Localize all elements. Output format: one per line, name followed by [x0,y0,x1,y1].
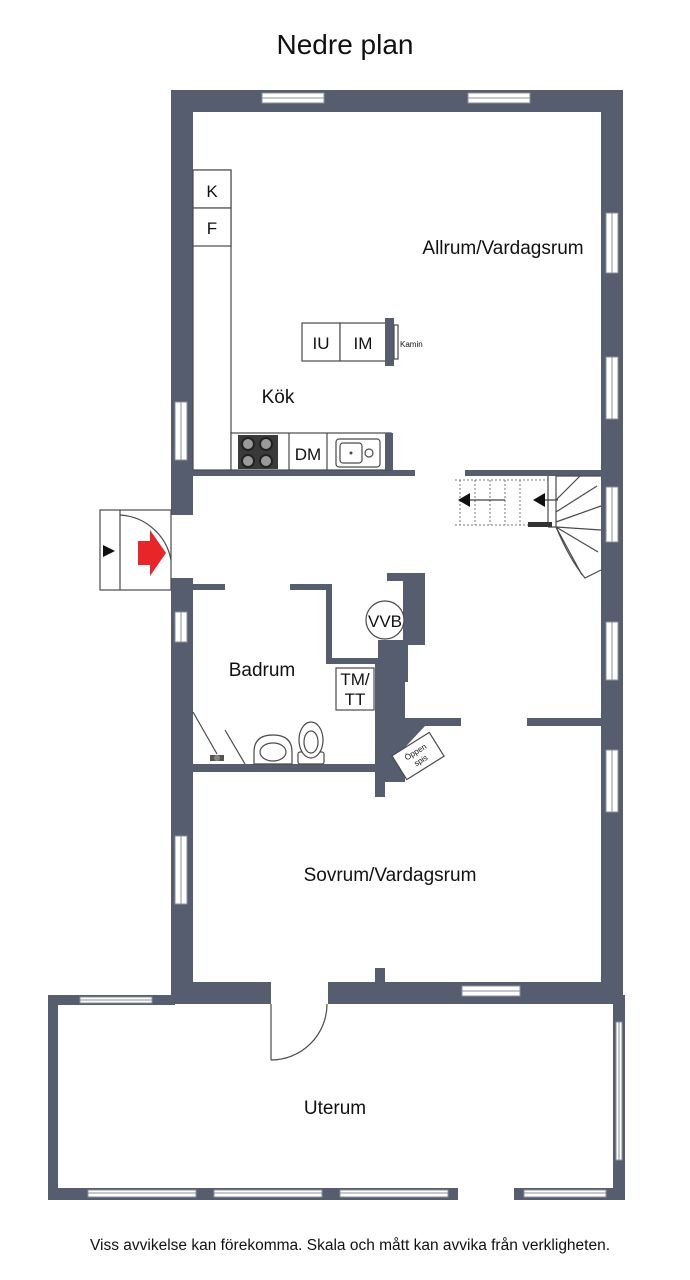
toilet-icon [297,721,325,765]
room-label-kok: Kök [262,387,295,408]
door-sovrum-uterum [270,1003,328,1061]
room-label-allrum: Allrum/Vardagsrum [422,238,583,259]
room-label-sovrum: Sovrum/Vardagsrum [304,865,477,886]
room-label-uterum: Uterum [304,1098,366,1119]
vvb-label: VVB [368,612,402,631]
fireplace-icon [385,318,394,366]
sink-icon [335,438,381,468]
open-fireplace: Öppen spis [391,731,445,781]
interior-walls [193,470,601,984]
fridge [192,169,232,209]
iu-label: IU [313,334,330,353]
staircase [455,475,602,579]
kamin-label: Kamin [400,340,423,349]
entrance [99,509,193,591]
kitchen: K F DM Kök [192,169,393,471]
freezer-label: F [207,219,217,238]
entrance-arrow-icon [138,530,166,576]
im-label: IM [354,334,373,353]
freezer [192,207,232,247]
bathroom: Badrum VVB TM/ TT [192,600,405,765]
room-label-badrum: Badrum [229,660,296,681]
dishwasher-label: DM [295,445,321,464]
living-room: Allrum/Vardagsrum IU IM Kamin [301,238,584,366]
washbasin-icon [253,734,293,765]
disclaimer-text: Viss avvikelse kan förekomma. Skala och … [90,1237,610,1254]
water-heater-icon: VVB [365,600,405,640]
windows-main [174,92,619,997]
sunroom-walls [48,995,625,1200]
tm-label-line2: TT [345,690,366,709]
fridge-label: K [206,182,218,201]
tm-label-line1: TM/ [340,670,370,689]
plan-title: Nedre plan [277,29,414,60]
shower-tap-icon [210,755,224,761]
